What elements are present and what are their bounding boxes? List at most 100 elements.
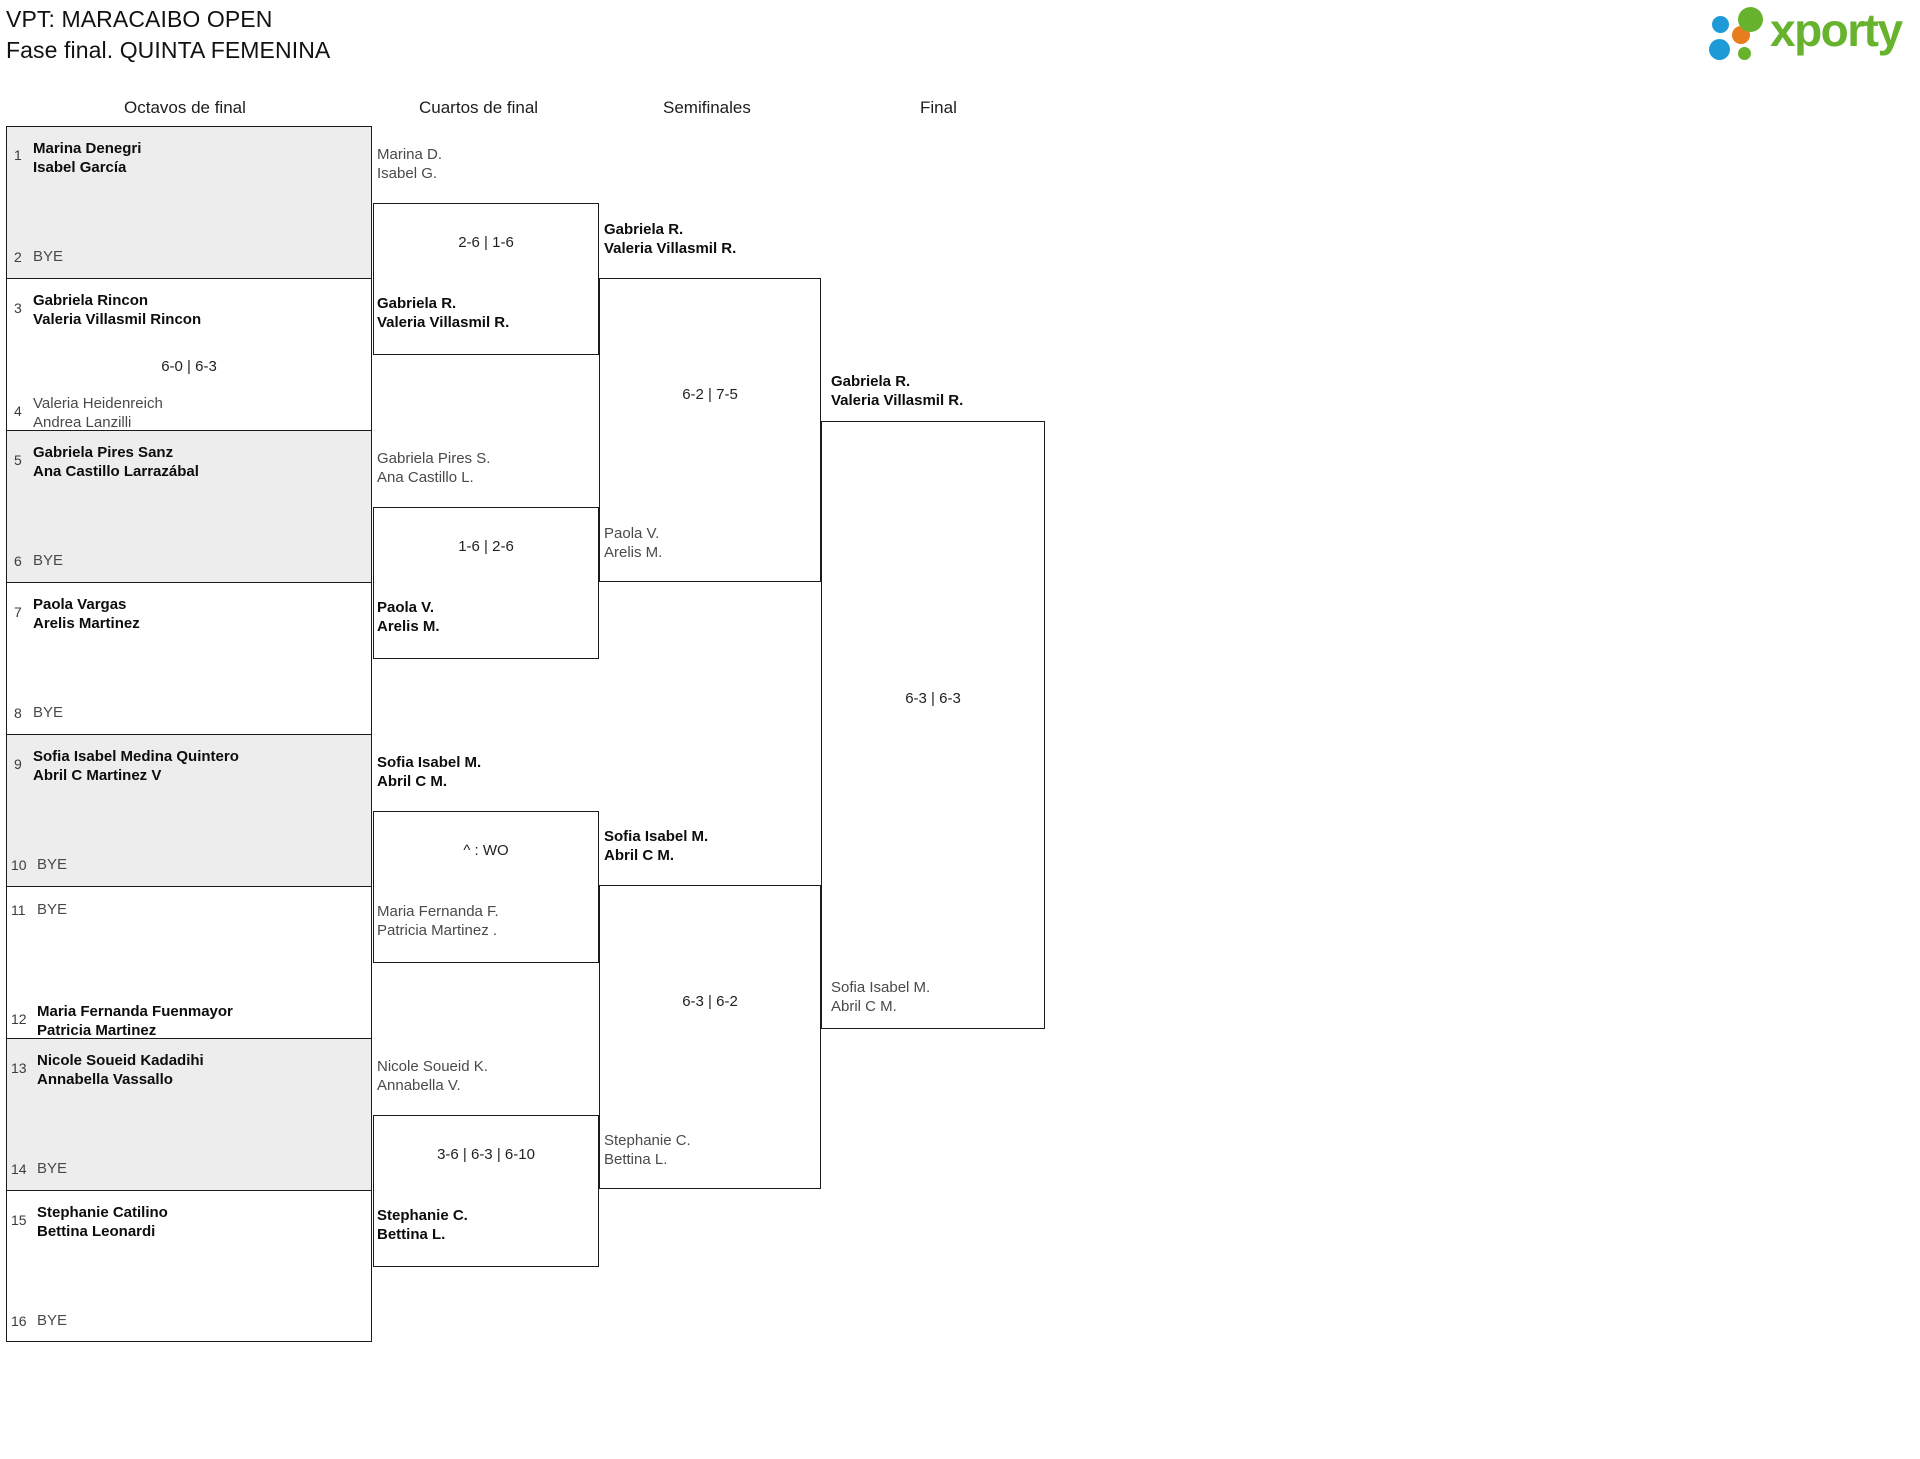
player-name: Patricia Martinez . <box>377 922 498 939</box>
seed-players: Gabriela Pires Sanz Ana Castillo Larrazá… <box>33 443 365 481</box>
seed-number: 9 <box>14 756 22 772</box>
tournament-name: VPT: MARACAIBO OPEN <box>6 6 273 32</box>
seed-bye: BYE <box>37 1160 68 1177</box>
seed-number: 6 <box>14 553 22 569</box>
match-participant-bottom: Paola V. Arelis M. <box>604 524 662 562</box>
seed-block[interactable]: 1 Marina Denegri Isabel García 2 BYE <box>6 126 372 278</box>
seed-number: 16 <box>11 1313 27 1329</box>
player-name: Stephanie C. <box>604 1132 691 1149</box>
seed-players: Marina Denegri Isabel García <box>33 139 365 177</box>
player-name: Nicole Soueid Kadadihi <box>37 1052 204 1069</box>
player-name: Sofia Isabel Medina Quintero <box>33 748 239 765</box>
player-name: Gabriela R. <box>377 295 457 312</box>
player-name: Arelis Martinez <box>33 615 140 632</box>
player-name: Gabriela Pires S. <box>377 450 491 467</box>
seed-block[interactable]: 13 Nicole Soueid Kadadihi Annabella Vass… <box>6 1038 372 1190</box>
player-name: Sofia Isabel M. <box>831 979 931 996</box>
player-name: Stephanie Catilino <box>37 1204 168 1221</box>
seed-bye: BYE <box>33 248 64 265</box>
seed-players: Sofia Isabel Medina Quintero Abril C Mar… <box>33 747 365 785</box>
player-name: Isabel G. <box>377 165 438 182</box>
seed-bye: BYE <box>37 1312 68 1329</box>
player-name: Maria Fernanda Fuenmayor <box>37 1003 233 1020</box>
player-name: Valeria Villasmil R. <box>377 314 510 331</box>
match-score: ^ : WO <box>463 842 509 859</box>
seed-players: Maria Fernanda Fuenmayor Patricia Martin… <box>37 1002 365 1040</box>
match-participant-bottom: Paola V. Arelis M. <box>377 598 440 636</box>
match-box[interactable] <box>373 811 599 963</box>
player-name: Marina D. <box>377 146 443 163</box>
match-participant-bottom: Sofia Isabel M. Abril C M. <box>831 978 930 1016</box>
match-participant-top: Sofia Isabel M. Abril C M. <box>377 753 481 791</box>
seed-block[interactable]: 7 Paola Vargas Arelis Martinez 8 BYE <box>6 582 372 734</box>
seed-number: 7 <box>14 604 22 620</box>
seed-bye: BYE <box>33 704 64 721</box>
seed-number: 8 <box>14 705 22 721</box>
match-box[interactable] <box>599 278 821 582</box>
match-box[interactable] <box>373 203 599 355</box>
seed-block[interactable]: 15 Stephanie Catilino Bettina Leonardi 1… <box>6 1190 372 1342</box>
round-header-semifinales: Semifinales <box>663 98 751 117</box>
match-box[interactable] <box>373 1115 599 1267</box>
player-name: Gabriela Pires Sanz <box>33 444 174 461</box>
match-participant-bottom: Stephanie C. Bettina L. <box>604 1131 691 1169</box>
player-name: Bettina L. <box>604 1151 668 1168</box>
logo-dot-blue-top <box>1712 16 1729 33</box>
match-participant-bottom: Maria Fernanda F. Patricia Martinez . <box>377 902 499 940</box>
match-participant-top: Sofia Isabel M. Abril C M. <box>604 827 708 865</box>
player-name: Stephanie C. <box>377 1207 468 1224</box>
seed-number: 14 <box>11 1161 27 1177</box>
seed-block[interactable]: 3 Gabriela Rincon Valeria Villasmil Rinc… <box>6 278 372 432</box>
seed-bye: BYE <box>37 856 68 873</box>
player-name: Gabriela R. <box>604 221 684 238</box>
player-name: Abril C M. <box>831 998 897 1015</box>
seed-number: 1 <box>14 147 22 163</box>
seed-number: 11 <box>11 902 26 918</box>
logo-dot-green-small <box>1738 47 1751 60</box>
logo-dot-green-big <box>1738 7 1763 32</box>
seed-players: Stephanie Catilino Bettina Leonardi <box>37 1203 365 1241</box>
player-name: Annabella Vassallo <box>37 1071 173 1088</box>
seed-number: 12 <box>11 1011 27 1027</box>
seed-block[interactable]: 5 Gabriela Pires Sanz Ana Castillo Larra… <box>6 430 372 582</box>
seed-block[interactable]: 11 BYE 12 Maria Fernanda Fuenmayor Patri… <box>6 886 372 1040</box>
seed-players: Paola Vargas Arelis Martinez <box>33 595 365 633</box>
match-participant-top: Gabriela R. Valeria Villasmil R. <box>831 372 963 410</box>
seed-number: 5 <box>14 452 22 468</box>
player-name: Sofia Isabel M. <box>604 828 709 845</box>
match-score: 6-2 | 7-5 <box>682 386 738 403</box>
seed-number: 15 <box>11 1212 27 1228</box>
match-participant-top: Marina D. Isabel G. <box>377 145 442 183</box>
seed-players: Valeria Heidenreich Andrea Lanzilli <box>33 394 365 432</box>
player-name: Ana Castillo Larrazábal <box>33 463 199 480</box>
player-name: Nicole Soueid K. <box>377 1058 488 1075</box>
player-name: Sofia Isabel M. <box>377 754 482 771</box>
seed-number: 4 <box>14 403 22 419</box>
player-name: Bettina Leonardi <box>37 1223 156 1240</box>
player-name: Patricia Martinez <box>37 1022 157 1039</box>
player-name: Valeria Villasmil Rincon <box>33 311 202 328</box>
player-name: Abril C M. <box>604 847 674 864</box>
player-name: Abril C Martinez V <box>33 767 162 784</box>
match-score: 6-3 | 6-3 <box>905 690 961 707</box>
player-name: Annabella V. <box>377 1077 461 1094</box>
round-header-final: Final <box>920 98 957 117</box>
match-box[interactable] <box>821 421 1045 1029</box>
round-header-cuartos: Cuartos de final <box>419 98 539 117</box>
player-name: Valeria Heidenreich <box>33 395 163 412</box>
xporty-logo: xporty <box>1708 4 1908 60</box>
seed-players: Nicole Soueid Kadadihi Annabella Vassall… <box>37 1051 365 1089</box>
seed-players: Gabriela Rincon Valeria Villasmil Rincon <box>33 291 365 329</box>
match-participant-top: Gabriela Pires S. Ana Castillo L. <box>377 449 490 487</box>
seed-number: 2 <box>14 249 22 265</box>
match-box[interactable] <box>599 885 821 1189</box>
player-name: Valeria Villasmil R. <box>604 240 737 257</box>
player-name: Isabel García <box>33 159 127 176</box>
match-score: 1-6 | 2-6 <box>458 538 514 555</box>
player-name: Marina Denegri <box>33 140 142 157</box>
seed-number: 3 <box>14 300 22 316</box>
round-header-octavos: Octavos de final <box>124 98 246 117</box>
match-box[interactable] <box>373 507 599 659</box>
seed-block[interactable]: 9 Sofia Isabel Medina Quintero Abril C M… <box>6 734 372 886</box>
